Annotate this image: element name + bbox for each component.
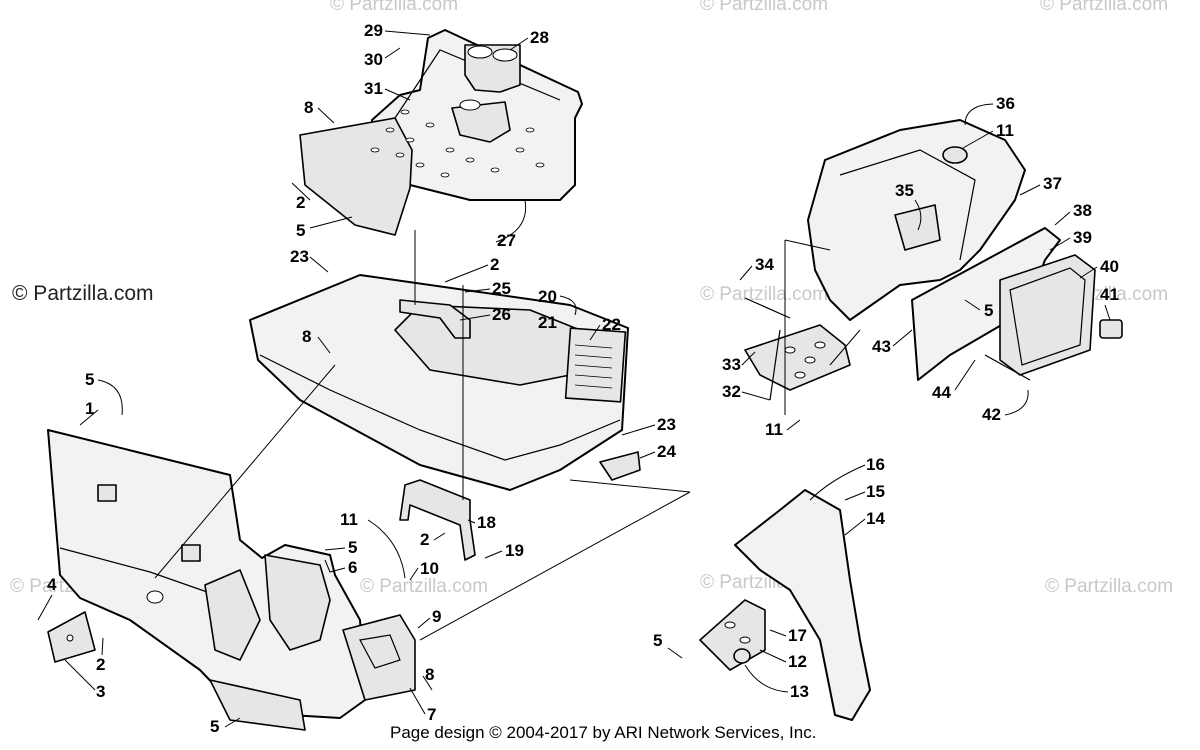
part-24-bracket	[599, 451, 641, 481]
callout-5: 5	[348, 538, 357, 557]
callout-21: 21	[538, 313, 557, 332]
callout-3: 3	[96, 682, 105, 701]
callout-22: 22	[602, 315, 621, 334]
callout-44: 44	[932, 383, 951, 402]
watermark-text: © Partzilla.com	[1040, 0, 1168, 15]
callout-10: 10	[420, 559, 439, 578]
part-27-storage-panel	[299, 29, 583, 236]
part-20-floor-tray	[249, 274, 629, 491]
callout-11: 11	[765, 420, 783, 439]
footer-copyright: Page design © 2004-2017 by ARI Network S…	[390, 723, 816, 742]
callout-8: 8	[304, 98, 313, 117]
callout-4: 4	[47, 575, 57, 594]
callout-41: 41	[1100, 285, 1119, 304]
callout-34: 34	[755, 255, 774, 274]
part-36-tank	[807, 119, 1026, 321]
callout-27: 27	[497, 231, 516, 250]
callout-5: 5	[984, 301, 993, 320]
callout-5: 5	[296, 221, 305, 240]
callout-26: 26	[492, 305, 511, 324]
watermark-main: © Partzilla.com	[12, 282, 154, 305]
callout-20: 20	[538, 287, 557, 306]
callout-28: 28	[530, 28, 549, 47]
watermark-text: © Partzilla.com	[700, 0, 828, 15]
watermark-text: © Partzilla.com	[360, 576, 488, 597]
callout-24: 24	[657, 442, 676, 461]
callout-2: 2	[296, 193, 305, 212]
part-18-bracket	[399, 479, 476, 561]
callout-25: 25	[492, 279, 511, 298]
callout-2: 2	[96, 655, 105, 674]
callout-37: 37	[1043, 174, 1062, 193]
callout-23: 23	[657, 415, 676, 434]
callout-1: 1	[85, 399, 94, 418]
part-16-mudflap	[734, 489, 871, 721]
callout-6: 6	[348, 558, 357, 577]
callout-2: 2	[420, 530, 429, 549]
callout-38: 38	[1073, 201, 1092, 220]
callout-35: 35	[895, 181, 914, 200]
callout-8: 8	[425, 665, 434, 684]
part-12-nut	[733, 648, 751, 664]
part-1-front-panel	[47, 429, 366, 731]
part-17-bracket	[699, 599, 766, 671]
watermark-text: © Partzilla.com	[700, 284, 828, 305]
callout-42: 42	[982, 405, 1001, 424]
callout-11: 11	[340, 510, 358, 529]
callout-17: 17	[788, 626, 807, 645]
callout-32: 32	[722, 382, 741, 401]
callout-16: 16	[866, 455, 885, 474]
callout-8: 8	[302, 327, 311, 346]
callout-5: 5	[85, 370, 94, 389]
callout-7: 7	[427, 705, 436, 724]
part-7-bracket	[342, 614, 416, 701]
callout-12: 12	[788, 652, 807, 671]
callout-31: 31	[364, 79, 383, 98]
callout-13: 13	[790, 682, 809, 701]
callout-9: 9	[432, 607, 441, 626]
callout-2: 2	[490, 255, 499, 274]
callout-15: 15	[866, 482, 885, 501]
callout-36: 36	[996, 94, 1015, 113]
part-33-footrest	[744, 297, 851, 401]
callout-33: 33	[722, 355, 741, 374]
callout-23: 23	[290, 247, 309, 266]
callout-11: 11	[996, 121, 1014, 140]
callouts: 28 29 30 31 8 2 5 23 27 2 25 26 20 21 22…	[37, 21, 1119, 736]
callout-19: 19	[505, 541, 524, 560]
callout-43: 43	[872, 337, 891, 356]
callout-40: 40	[1100, 257, 1119, 276]
callout-39: 39	[1073, 228, 1092, 247]
callout-18: 18	[477, 513, 496, 532]
watermark-text: © Partzilla.com	[1045, 576, 1173, 597]
callout-29: 29	[364, 21, 383, 40]
part-41-latch	[1099, 319, 1123, 339]
callout-14: 14	[866, 509, 885, 528]
callout-5: 5	[653, 631, 662, 650]
watermark-text: © Partzilla.com	[330, 0, 458, 15]
callout-5: 5	[210, 717, 219, 736]
callout-30: 30	[364, 50, 383, 69]
